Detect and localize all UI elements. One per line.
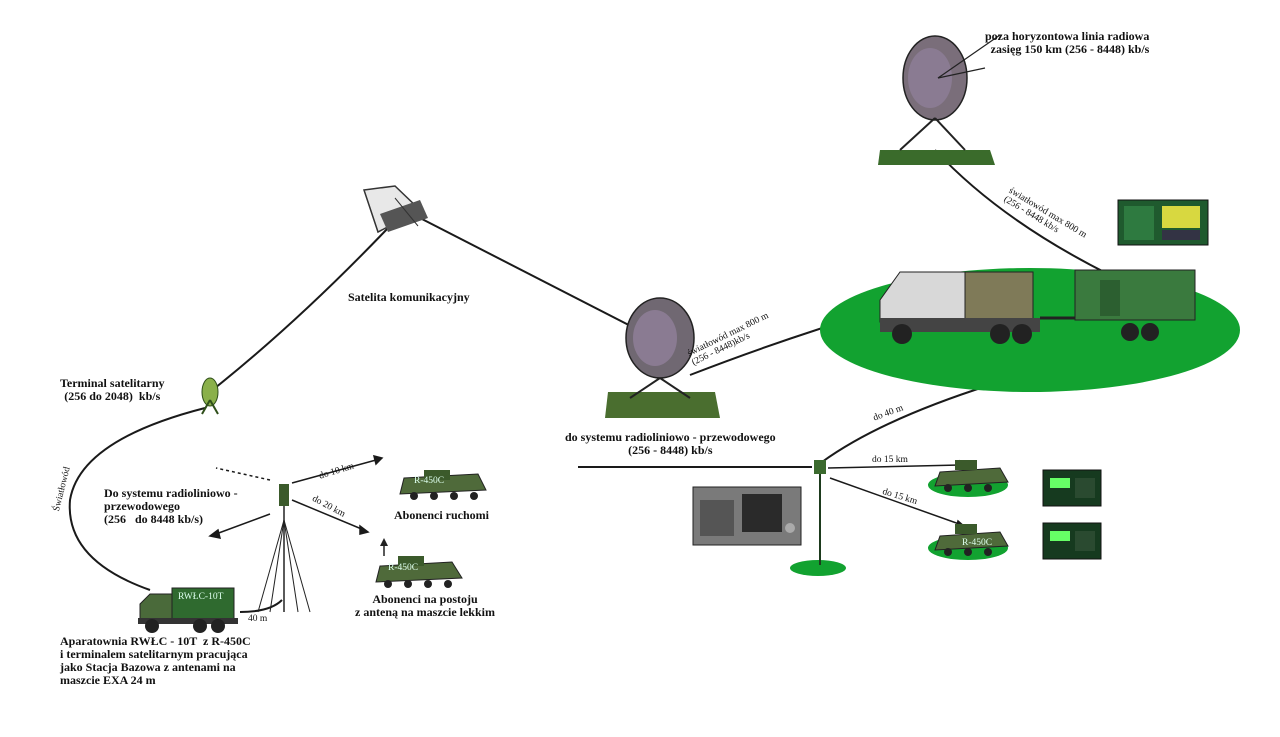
arrow-20km <box>291 499 365 531</box>
satellite-label: Satelita komunikacyjny <box>348 290 470 304</box>
radio-system-left-label: Do systemu radioliniowo - przewodowego (… <box>104 486 238 526</box>
arrow-10km <box>291 459 377 484</box>
arrow-15km-a <box>827 464 961 469</box>
fiber-cable-top <box>934 149 1111 276</box>
apc-right-b-icon <box>934 524 1009 556</box>
apc-mobile-plate: R-450C <box>414 476 445 486</box>
satellite-to-terminal-link <box>214 227 389 389</box>
satellite-to-dish-link <box>419 217 659 341</box>
radio-terminal-b-icon <box>1042 522 1102 560</box>
dist-15km-a-label: do 15 km <box>872 455 908 465</box>
apc-parked-plate: R-450C <box>388 563 419 573</box>
radio-station-icon <box>692 486 802 546</box>
mobile-subscribers-label: Abonenci ruchomi <box>394 508 490 522</box>
arrow-15km-b <box>829 477 963 526</box>
radio-terminal-a-icon <box>1042 469 1102 507</box>
fiber-cable-left <box>68 407 206 591</box>
apc-right-a-icon <box>934 460 1009 492</box>
horizon-dish-icon <box>878 34 1001 165</box>
arrow-left-system <box>215 513 271 535</box>
base-station-truck-icon <box>138 587 238 633</box>
green-field-mast <box>790 560 846 576</box>
antenna-mast-right <box>814 460 826 565</box>
satellite-terminal-icon <box>201 377 219 415</box>
satellite-terminal-label: Terminal satelitarny (256 do 2048) kb/s <box>60 376 165 403</box>
parked-subscribers-label: Abonenci na postoju z anteną na maszcie … <box>355 592 495 619</box>
arrow-dashed <box>215 467 271 481</box>
radio-link-label: poza horyzontowa linia radiowa zasięg 15… <box>985 29 1150 56</box>
trailer-shelter-icon <box>1040 269 1196 341</box>
cable-40m-left <box>239 599 283 613</box>
cable-40m-right <box>821 384 991 463</box>
antenna-mast-left <box>257 484 311 613</box>
apc-right-plate: R-450C <box>962 538 993 548</box>
control-panel-icon <box>1117 199 1209 246</box>
dist-40m-left-label: 40 m <box>248 614 268 624</box>
arrows <box>208 454 970 539</box>
radio-system-right-label: do systemu radioliniowo - przewodowego (… <box>565 430 776 457</box>
apc-parked-icon <box>375 538 463 588</box>
apc-mobile-icon <box>399 470 487 500</box>
truck-plate: RWŁC-10T <box>178 592 224 602</box>
base-station-label: Aparatownia RWŁC - 10T z R-450C i termin… <box>60 634 251 687</box>
satellite-icon <box>363 185 428 234</box>
satellite-dish-icon <box>605 297 720 418</box>
command-truck-icon <box>879 271 1040 344</box>
